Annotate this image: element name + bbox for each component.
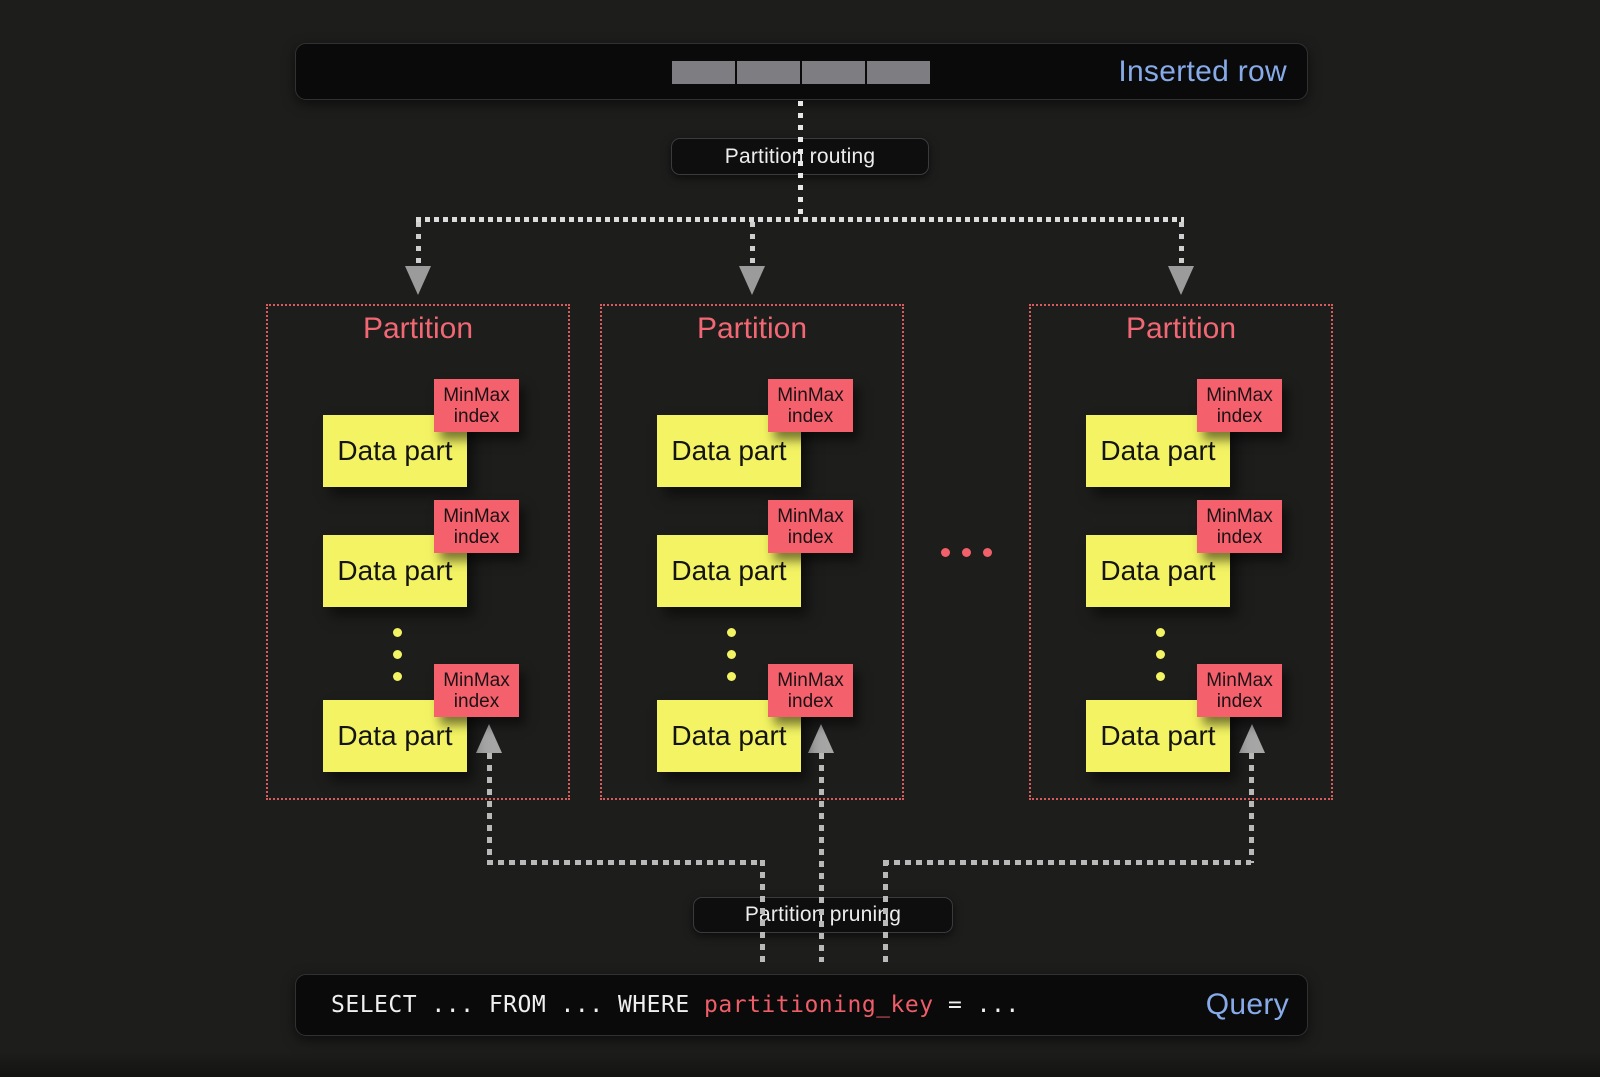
pruning-line — [819, 753, 824, 962]
partitioning-key-highlight: partitioning_key — [704, 992, 934, 1018]
insert-flow-line — [798, 101, 803, 220]
row-cell — [867, 61, 930, 84]
minmax-index-tag: MinMax index — [434, 379, 519, 432]
minmax-index-tag: MinMax index — [768, 500, 853, 553]
more-parts-ellipsis-icon — [1156, 628, 1165, 681]
sql-suffix: = ... — [933, 992, 1020, 1018]
partition-box-1: Partition MinMax index Data part MinMax … — [266, 304, 570, 800]
partition-box-3: Partition MinMax index Data part MinMax … — [1029, 304, 1333, 800]
pruning-line — [487, 860, 764, 865]
minmax-index-tag: MinMax index — [434, 664, 519, 717]
down-arrowhead-icon — [405, 266, 431, 295]
partition-title: Partition — [696, 312, 808, 345]
data-part-box: Data part — [657, 700, 801, 772]
pruning-line — [760, 860, 765, 963]
minmax-index-tag: MinMax index — [1197, 379, 1282, 432]
sql-prefix: SELECT ... FROM ... WHERE — [331, 992, 705, 1018]
inserted-row-bar: Inserted row — [295, 43, 1308, 100]
pruning-line — [883, 860, 888, 963]
pruning-line — [883, 860, 1251, 865]
inserted-row-cells — [672, 61, 930, 84]
row-cell — [672, 61, 735, 84]
more-parts-ellipsis-icon — [393, 628, 402, 681]
partition-title: Partition — [362, 312, 474, 345]
pruning-line — [1249, 753, 1254, 863]
branch-drop-line — [1179, 222, 1184, 266]
partition-title: Partition — [1125, 312, 1237, 345]
more-parts-ellipsis-icon — [727, 628, 736, 681]
down-arrowhead-icon — [739, 266, 765, 295]
down-arrowhead-icon — [1168, 266, 1194, 295]
minmax-index-tag: MinMax index — [1197, 664, 1282, 717]
data-part-box: Data part — [323, 535, 467, 607]
minmax-index-tag: MinMax index — [768, 379, 853, 432]
minmax-index-tag: MinMax index — [1197, 500, 1282, 553]
pruning-line — [487, 753, 492, 863]
query-bar: SELECT ... FROM ... WHERE partitioning_k… — [295, 974, 1308, 1036]
branch-drop-line — [416, 222, 421, 266]
inserted-row-label: Inserted row — [1118, 54, 1287, 88]
partition-box-2: Partition MinMax index Data part MinMax … — [600, 304, 904, 800]
more-partitions-ellipsis-icon — [941, 548, 992, 557]
branch-drop-line — [750, 222, 755, 266]
row-cell — [802, 61, 865, 84]
query-label: Query — [1205, 988, 1289, 1021]
minmax-index-tag: MinMax index — [768, 664, 853, 717]
row-cell — [737, 61, 800, 84]
minmax-index-tag: MinMax index — [434, 500, 519, 553]
query-sql: SELECT ... FROM ... WHERE partitioning_k… — [331, 975, 1020, 1035]
